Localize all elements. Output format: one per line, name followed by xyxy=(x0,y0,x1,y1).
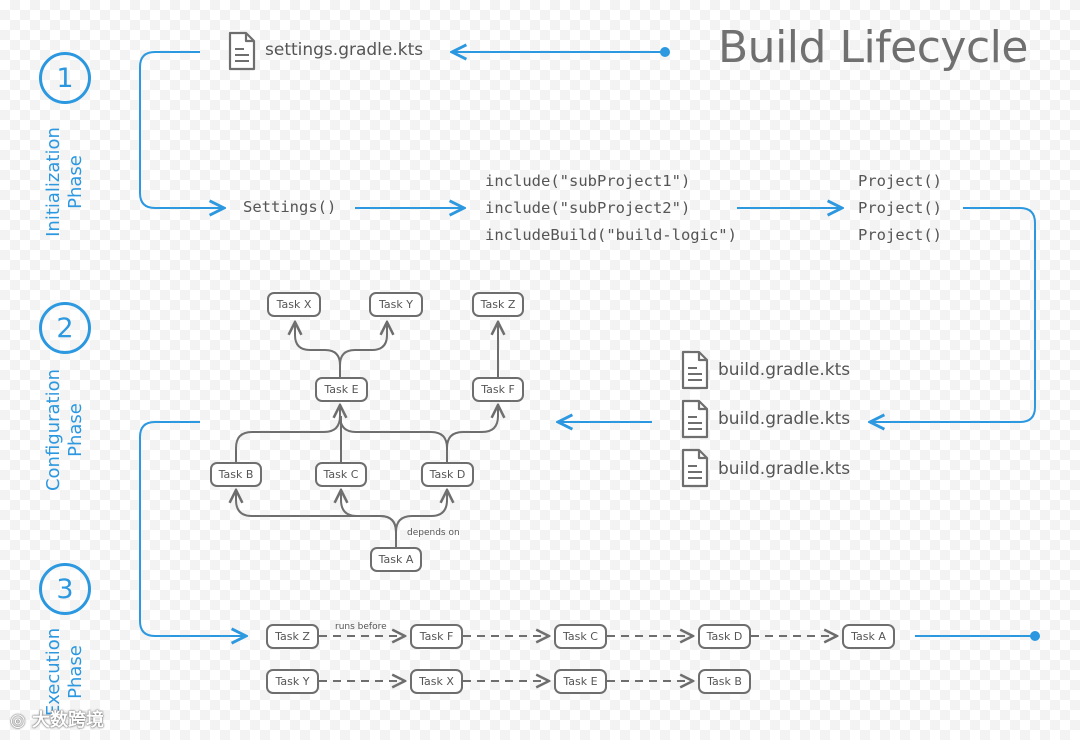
settings-file-label: settings.gradle.kts xyxy=(265,40,424,60)
edge-d-e xyxy=(339,415,448,462)
start-dot xyxy=(660,47,670,57)
task-node-x: Task X xyxy=(267,292,321,317)
exec-task-5: Task A xyxy=(842,624,895,649)
task-node-a: Task A xyxy=(370,547,422,572)
edge-a-d xyxy=(395,490,447,533)
exec-task-6: Task Y xyxy=(266,669,319,694)
edge-d-f xyxy=(446,405,498,449)
watermark-text: 大数跨境 xyxy=(31,710,104,731)
edge-e-x xyxy=(295,322,341,378)
arrow-graph-to-execution xyxy=(139,421,246,636)
settings-call: Settings() xyxy=(243,198,337,216)
arrow-settings-to-settings-call xyxy=(139,51,224,208)
project-call-2: Project() xyxy=(858,199,942,217)
phase-2-number: 2 xyxy=(39,302,91,354)
phase-3-number: 3 xyxy=(39,563,91,615)
include-line-2: include("subProject2") xyxy=(485,199,691,217)
page-title: Build Lifecycle xyxy=(718,22,1028,73)
exec-task-1: Task Z xyxy=(266,624,319,649)
exec-task-4: Task D xyxy=(698,624,751,649)
watermark: ◎ 大数跨境 xyxy=(10,706,104,732)
settings-file-icon xyxy=(228,31,256,71)
task-node-d: Task D xyxy=(421,462,474,487)
watermark-logo-icon: ◎ xyxy=(10,710,32,731)
exec-task-3: Task C xyxy=(554,624,607,649)
edge-a-c xyxy=(341,490,397,533)
task-node-b: Task B xyxy=(210,462,262,487)
task-node-f: Task F xyxy=(472,377,524,402)
project-call-1: Project() xyxy=(858,172,942,190)
phase-1-number: 1 xyxy=(39,52,91,104)
build-file-icon xyxy=(681,350,709,390)
edge-b-e xyxy=(235,405,340,462)
build-file-icon xyxy=(681,399,709,439)
include-line-3: includeBuild("build-logic") xyxy=(485,226,737,244)
task-node-z: Task Z xyxy=(472,292,524,317)
task-node-y: Task Y xyxy=(369,292,423,317)
runs-before-label: runs before xyxy=(335,622,387,632)
edge-e-y xyxy=(339,322,387,366)
task-node-c: Task C xyxy=(315,462,367,487)
build-file-label-3: build.gradle.kts xyxy=(718,459,851,479)
build-file-icon xyxy=(681,448,709,488)
edge-a-b xyxy=(236,490,397,547)
exec-task-8: Task E xyxy=(554,669,607,694)
include-line-1: include("subProject1") xyxy=(485,172,691,190)
end-dot xyxy=(1030,631,1040,641)
exec-task-7: Task X xyxy=(410,669,463,694)
exec-task-9: Task B xyxy=(698,669,751,694)
build-file-label-2: build.gradle.kts xyxy=(718,409,851,429)
depends-on-label: depends on xyxy=(407,528,460,538)
arrow-projects-to-build-files xyxy=(870,207,1036,422)
task-node-e: Task E xyxy=(315,377,368,402)
project-call-3: Project() xyxy=(858,226,942,244)
build-file-label-1: build.gradle.kts xyxy=(718,360,851,380)
exec-task-2: Task F xyxy=(410,624,463,649)
